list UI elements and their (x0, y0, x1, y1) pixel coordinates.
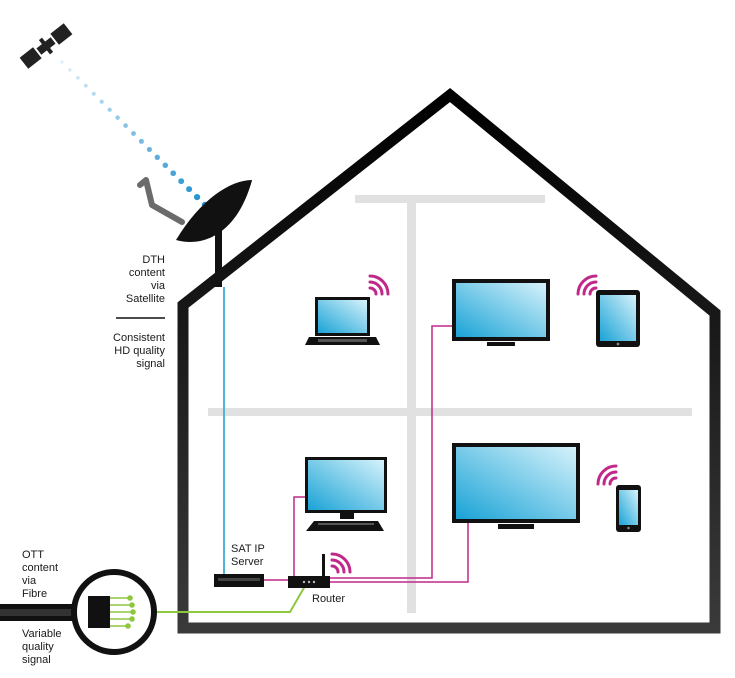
signal-dot (193, 193, 201, 201)
consistent-label-line: Consistent (113, 332, 165, 344)
signal-dot (60, 60, 64, 64)
desktop-monitor-icon (305, 457, 387, 519)
wifi-signal-icon (330, 552, 352, 574)
signal-dot (123, 123, 128, 128)
signal-dot (170, 170, 177, 177)
variable-quality-label: Variable quality signal (22, 628, 62, 666)
signal-dot (115, 115, 120, 120)
tablet-icon (596, 290, 640, 347)
sat-ip-server-label: SAT IP Server (231, 543, 265, 568)
router-label: Router (312, 593, 345, 605)
signal-dot (138, 138, 144, 144)
router-icon (288, 554, 330, 588)
dth-label-line: via (151, 280, 166, 292)
dth-label-line: content (129, 267, 165, 279)
satellite-dish-icon (137, 177, 252, 287)
laptop-icon (305, 297, 380, 345)
signal-dot (68, 68, 72, 72)
consistent-label-line: HD quality (114, 345, 165, 357)
variable-label-line: signal (22, 654, 51, 666)
satellite-icon (19, 23, 73, 69)
dth-label-line: DTH (142, 254, 165, 266)
sat-ip-label-line: Server (231, 556, 264, 568)
consistent-label-line: signal (136, 358, 165, 370)
signal-dot (162, 162, 169, 169)
sat-ip-server-icon (214, 574, 264, 587)
dth-label: DTH content via Satellite (126, 254, 166, 305)
consistent-quality-label: Consistent HD quality signal (113, 332, 165, 370)
signal-dot (83, 83, 88, 88)
wifi-signal-icon (596, 464, 618, 486)
tv-icon (452, 443, 580, 529)
signal-dot (146, 146, 152, 152)
keyboard-icon (306, 521, 384, 531)
signal-dot (99, 99, 104, 104)
ott-label-line: via (22, 575, 37, 587)
ott-label-line: content (22, 562, 58, 574)
ethernet-cables (264, 325, 469, 583)
sat-ip-label-line: SAT IP (231, 543, 265, 555)
house-outline (177, 87, 721, 634)
interior-floors (208, 195, 692, 613)
signal-dot (131, 131, 136, 136)
signal-dot (186, 186, 193, 193)
variable-label-line: Variable (22, 628, 62, 640)
tv-icon (452, 279, 550, 346)
fibre-cable (0, 585, 306, 621)
fibre-connector-icon (71, 569, 157, 655)
ott-label-line: Fibre (22, 588, 47, 600)
variable-label-line: quality (22, 641, 54, 653)
signal-dot (91, 91, 96, 96)
ott-label-line: OTT (22, 549, 44, 561)
satellite-signal-dots (60, 60, 209, 209)
signal-dot (76, 76, 80, 80)
wifi-signal-icon (368, 274, 390, 296)
smartphone-icon (616, 485, 641, 532)
dth-label-line: Satellite (126, 293, 165, 305)
wifi-signal-icon (576, 274, 598, 296)
signal-dot (107, 107, 112, 112)
ott-label: OTT content via Fibre (22, 549, 58, 600)
signal-dot (154, 154, 160, 160)
signal-dot (178, 178, 185, 185)
